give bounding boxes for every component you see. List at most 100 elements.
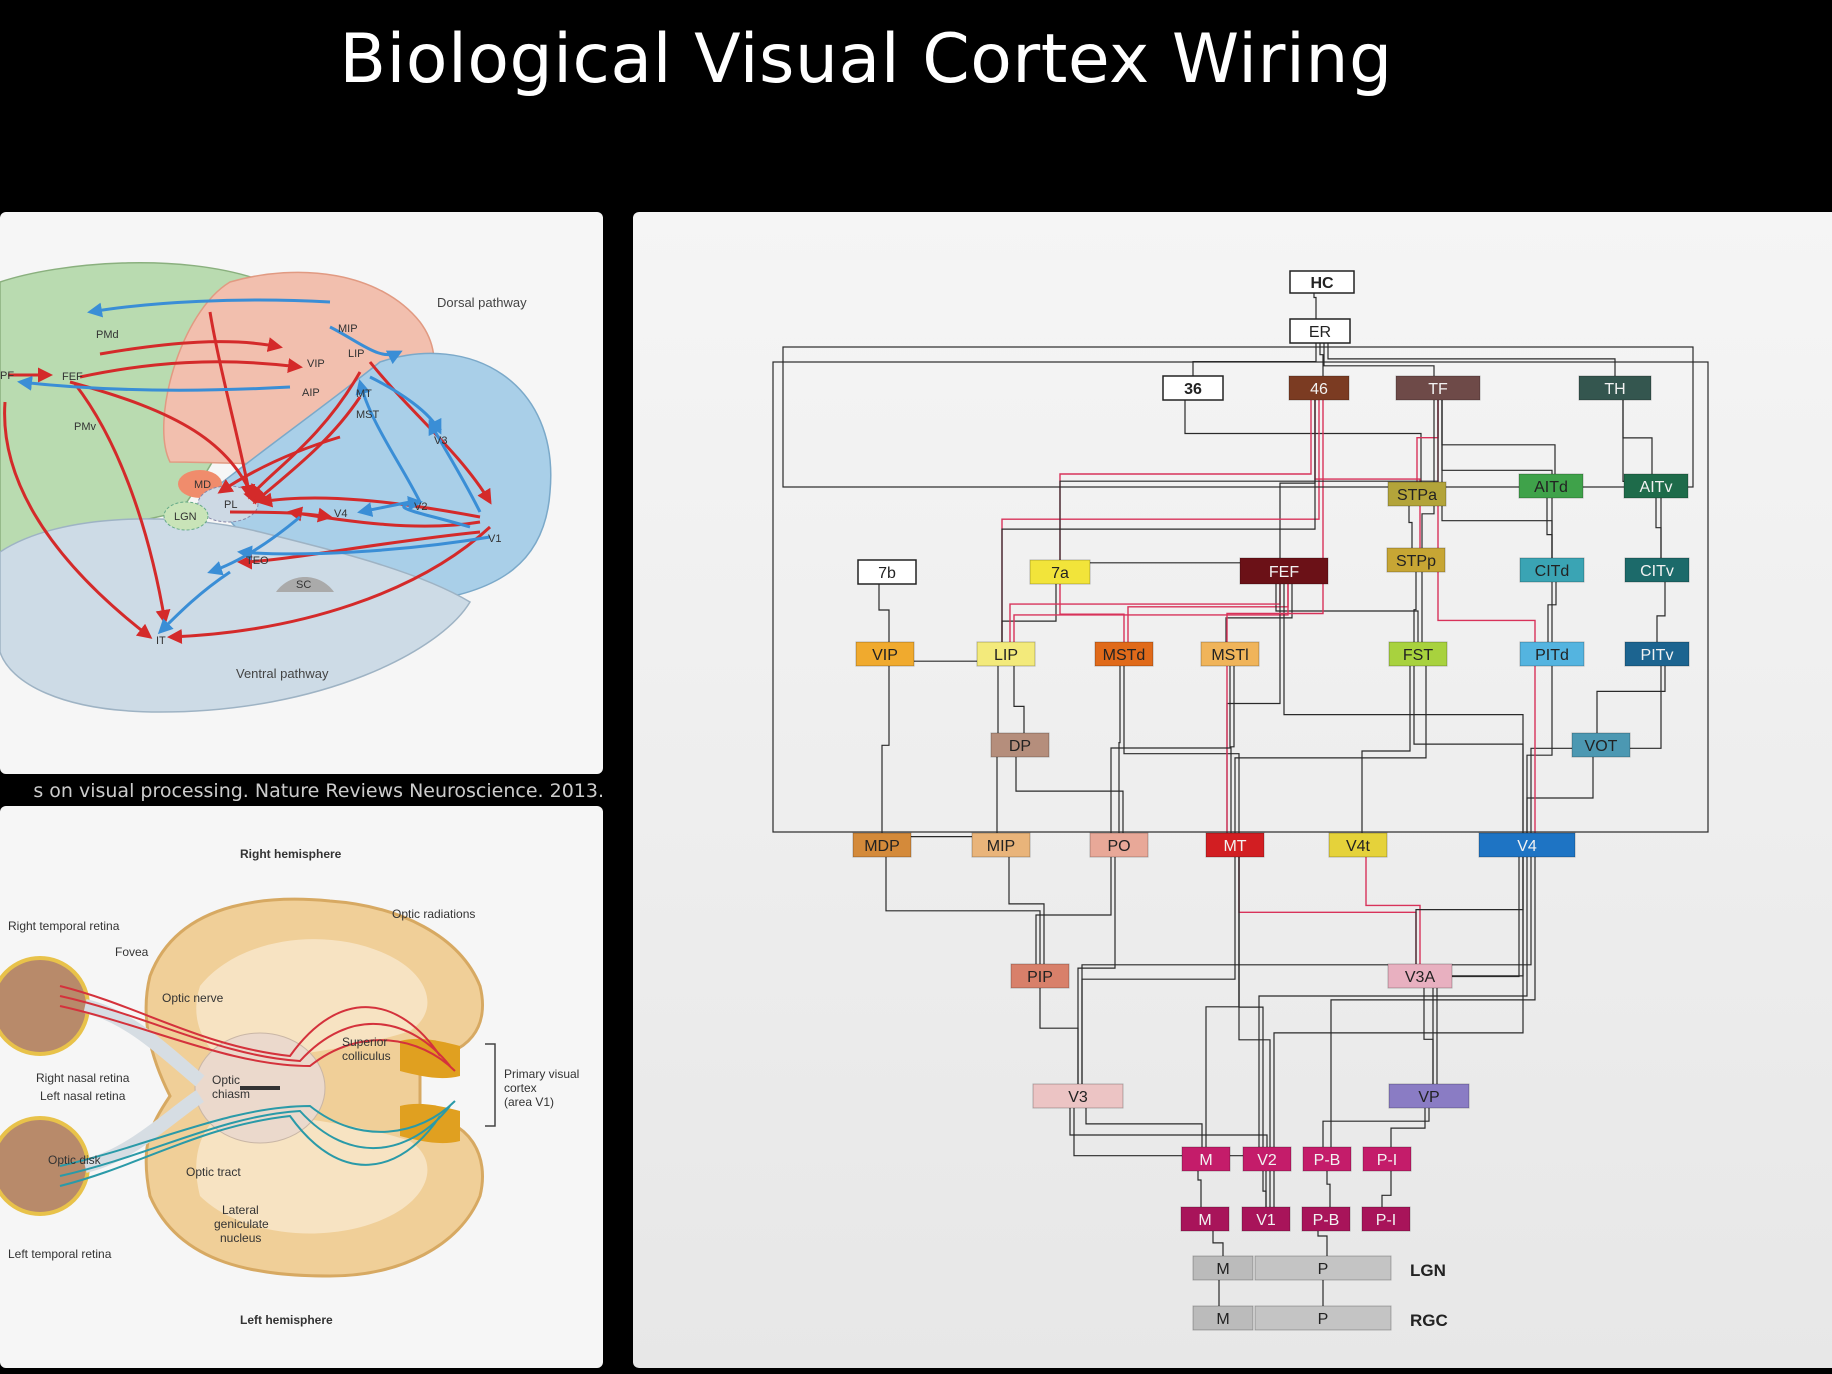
node-fst: FST bbox=[1388, 641, 1448, 667]
figure-citation: s on visual processing. Nature Reviews N… bbox=[33, 780, 604, 802]
node-box-vip bbox=[855, 641, 915, 667]
node-box-v2 bbox=[1242, 1146, 1292, 1172]
wire-STPp-FST bbox=[1413, 560, 1417, 654]
wire-V3-V4 bbox=[1081, 845, 1532, 1096]
area-v4: V4 bbox=[334, 508, 347, 520]
wire-V1-V3 bbox=[1073, 1096, 1267, 1219]
node-box-aitv bbox=[1623, 473, 1689, 499]
slide-title: Biological Visual Cortex Wiring bbox=[339, 20, 1393, 99]
wire-VP-V4 bbox=[1436, 845, 1524, 1096]
node-box-mstl bbox=[1200, 641, 1260, 667]
node-box-aitd bbox=[1518, 473, 1584, 499]
node-label-po: PO bbox=[1107, 838, 1130, 855]
area-fef: FEF bbox=[62, 371, 83, 383]
node-label-fef: FEF bbox=[1269, 564, 1299, 581]
wire-V4-V2_PB bbox=[1330, 845, 1536, 1159]
wire-AITd-CITd bbox=[1546, 486, 1553, 570]
dorsal-pathway-label: Dorsal pathway bbox=[437, 295, 527, 310]
wire-LIP-DP bbox=[1013, 654, 1025, 745]
v1-bracket bbox=[485, 1043, 496, 1127]
wire-VIP-MDP bbox=[881, 654, 890, 845]
node-label-v2-pi: P-I bbox=[1377, 1152, 1397, 1169]
node-hc: HC bbox=[1289, 270, 1355, 294]
node-box-vp bbox=[1388, 1083, 1470, 1109]
area-mst: MST bbox=[356, 409, 380, 421]
node-box-v3a bbox=[1387, 963, 1453, 989]
node-label-dp: DP bbox=[1009, 738, 1031, 755]
node-box-v1-m bbox=[1180, 1206, 1230, 1232]
node-v2: V2 bbox=[1242, 1146, 1292, 1172]
teal-radiations bbox=[59, 1100, 456, 1187]
node-label-7a: 7a bbox=[1051, 565, 1069, 582]
wire-ER-TH bbox=[1327, 331, 1616, 388]
node-label-v2-pb: P-B bbox=[1314, 1152, 1341, 1169]
wire-PO-V3 bbox=[1077, 845, 1116, 1096]
node-rgc-p: P bbox=[1254, 1305, 1392, 1331]
node-box-pip bbox=[1010, 963, 1070, 989]
rgc-side-label: RGC bbox=[1410, 1311, 1448, 1330]
node-label-rgc-m: M bbox=[1216, 1311, 1229, 1328]
node-label-36: 36 bbox=[1184, 381, 1202, 398]
node-box-fst bbox=[1388, 641, 1448, 667]
node-v1: V1 bbox=[1241, 1206, 1291, 1232]
wire-LIP-FEF bbox=[1013, 571, 1289, 654]
wire-36-STPa bbox=[1184, 388, 1422, 494]
node-box-mt bbox=[1205, 832, 1265, 858]
node-label-lgn-m: M bbox=[1216, 1261, 1229, 1278]
wire-DP-PO bbox=[1015, 745, 1124, 845]
area-aip: AIP bbox=[302, 387, 320, 399]
area-mt: MT bbox=[356, 388, 372, 400]
node-box-citv bbox=[1624, 557, 1690, 583]
node-label-v1-pb: P-B bbox=[1313, 1212, 1340, 1229]
node-box-er bbox=[1289, 318, 1351, 344]
node-label-vot: VOT bbox=[1585, 738, 1618, 755]
node-box-v1-pb bbox=[1301, 1206, 1351, 1232]
node-v1-m: M bbox=[1180, 1206, 1230, 1232]
node-v1-pi: P-I bbox=[1361, 1206, 1411, 1232]
label-optic-chiasm-2: chiasm bbox=[212, 1087, 250, 1101]
node-box-pitd bbox=[1519, 641, 1585, 667]
node-label-v2-m: M bbox=[1199, 1152, 1212, 1169]
area-lip: LIP bbox=[348, 348, 365, 360]
node-aitd: AITd bbox=[1518, 473, 1584, 499]
node-v2-m: M bbox=[1181, 1146, 1231, 1172]
wire-MT-V3A bbox=[1238, 845, 1417, 976]
wire-V2-MT bbox=[1238, 845, 1264, 1159]
node-v4: V4 bbox=[1478, 832, 1576, 858]
node-box-v2-pi bbox=[1362, 1146, 1412, 1172]
pathways-figure: Dorsal pathway Ventral pathway PMd PF FE… bbox=[0, 212, 603, 774]
node-mstd: MSTd bbox=[1094, 641, 1154, 667]
node-label-fst: FST bbox=[1403, 647, 1433, 664]
node-label-pitd: PITd bbox=[1535, 647, 1569, 664]
node-label-mstl: MSTl bbox=[1211, 647, 1248, 664]
node-box-v4t bbox=[1328, 832, 1388, 858]
node-box-vot bbox=[1571, 732, 1631, 758]
node-mt: MT bbox=[1205, 832, 1265, 858]
node-box-tf bbox=[1395, 375, 1481, 401]
node-label-lgn-p: P bbox=[1318, 1261, 1329, 1278]
node-label-aitd: AITd bbox=[1534, 479, 1568, 496]
area-pl: PL bbox=[224, 499, 237, 511]
node-vp: VP bbox=[1388, 1083, 1470, 1109]
node-label-v1-pi: P-I bbox=[1376, 1212, 1396, 1229]
wire-MT-46 bbox=[1226, 388, 1324, 845]
wire-FST-TF bbox=[1421, 388, 1435, 654]
node-label-mdp: MDP bbox=[864, 838, 900, 855]
node-v1-pb: P-B bbox=[1301, 1206, 1351, 1232]
node-pitd: PITd bbox=[1519, 641, 1585, 667]
wire-VOT-V4 bbox=[1526, 745, 1594, 845]
node-box-v4 bbox=[1478, 832, 1576, 858]
wire-V2-V4 bbox=[1258, 845, 1528, 1159]
node-th: TH bbox=[1578, 375, 1652, 401]
node-label-er: ER bbox=[1309, 324, 1331, 341]
node-box-dp bbox=[990, 732, 1050, 758]
wire-PITv-VOT bbox=[1596, 654, 1666, 745]
node-label-stpp: STPp bbox=[1396, 553, 1436, 570]
right-eye bbox=[0, 956, 90, 1056]
label-optic-nerve: Optic nerve bbox=[162, 991, 224, 1005]
area-v2: V2 bbox=[414, 501, 427, 513]
node-label-mstd: MSTd bbox=[1103, 647, 1146, 664]
node-vip: VIP bbox=[855, 641, 915, 667]
